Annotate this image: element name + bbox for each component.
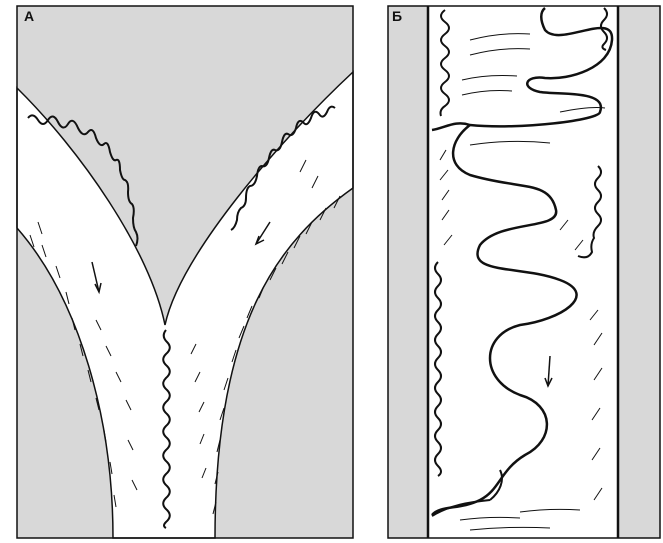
panel-b-label: Б	[392, 8, 402, 24]
panel-a	[17, 6, 353, 538]
panel-b	[388, 6, 660, 538]
panel-a-label: А	[24, 8, 34, 24]
